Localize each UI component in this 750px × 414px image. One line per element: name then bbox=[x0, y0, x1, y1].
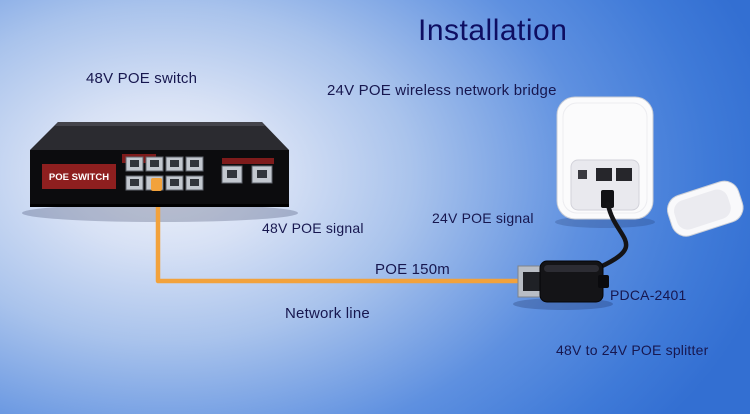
poe-switch-device: POE SWITCH bbox=[30, 122, 289, 207]
port-inner bbox=[190, 160, 199, 167]
label-48v-signal: 48V POE signal bbox=[262, 220, 364, 236]
label-poe-150m: POE 150m bbox=[375, 261, 450, 278]
switch-top-highlight bbox=[55, 122, 265, 126]
orange-network-cable bbox=[155, 193, 523, 284]
page-title: Installation bbox=[418, 14, 568, 47]
splitter-rj45-inner bbox=[523, 272, 540, 291]
bridge-reset-button bbox=[578, 170, 587, 179]
port-inner bbox=[170, 160, 179, 167]
bridge-body-inner-line bbox=[562, 102, 648, 214]
label-network-line: Network line bbox=[285, 305, 370, 322]
switch-faceplate-text: POE SWITCH bbox=[49, 172, 109, 183]
switch-uplink-ports bbox=[221, 158, 274, 184]
label-poe-switch: 48V POE switch bbox=[86, 70, 198, 87]
port-inner bbox=[130, 179, 139, 186]
label-model-number: PDCA-2401 bbox=[610, 287, 687, 303]
port-inner bbox=[130, 160, 139, 167]
bridge-lan-port bbox=[596, 168, 612, 181]
splitter-strain-relief bbox=[598, 275, 609, 288]
port-inner bbox=[170, 179, 179, 186]
label-24v-signal: 24V POE signal bbox=[432, 210, 534, 226]
bridge-cable-plug bbox=[601, 190, 614, 208]
uplink-label-sticker bbox=[222, 158, 274, 164]
label-wireless-bridge: 24V POE wireless network bridge bbox=[327, 82, 557, 99]
port-inner bbox=[190, 179, 199, 186]
label-poe-splitter: 48V to 24V POE splitter bbox=[556, 342, 709, 358]
poe-splitter-device bbox=[517, 260, 609, 303]
port-inner bbox=[257, 170, 267, 178]
switch-poe-ports bbox=[125, 156, 204, 191]
port-inner bbox=[227, 170, 237, 178]
switch-faceplate-label bbox=[42, 164, 116, 189]
orange-cable-plug bbox=[151, 178, 162, 191]
bridge-wan-port bbox=[616, 168, 632, 181]
switch-top-face bbox=[30, 122, 289, 150]
bridge-cover-piece bbox=[666, 180, 744, 237]
wireless-bridge-device bbox=[556, 96, 654, 220]
splitter-top-highlight bbox=[544, 265, 599, 272]
cover-opening bbox=[674, 189, 731, 230]
switch-base bbox=[30, 204, 289, 207]
port-inner bbox=[150, 160, 159, 167]
black-poe-cable bbox=[597, 201, 629, 270]
